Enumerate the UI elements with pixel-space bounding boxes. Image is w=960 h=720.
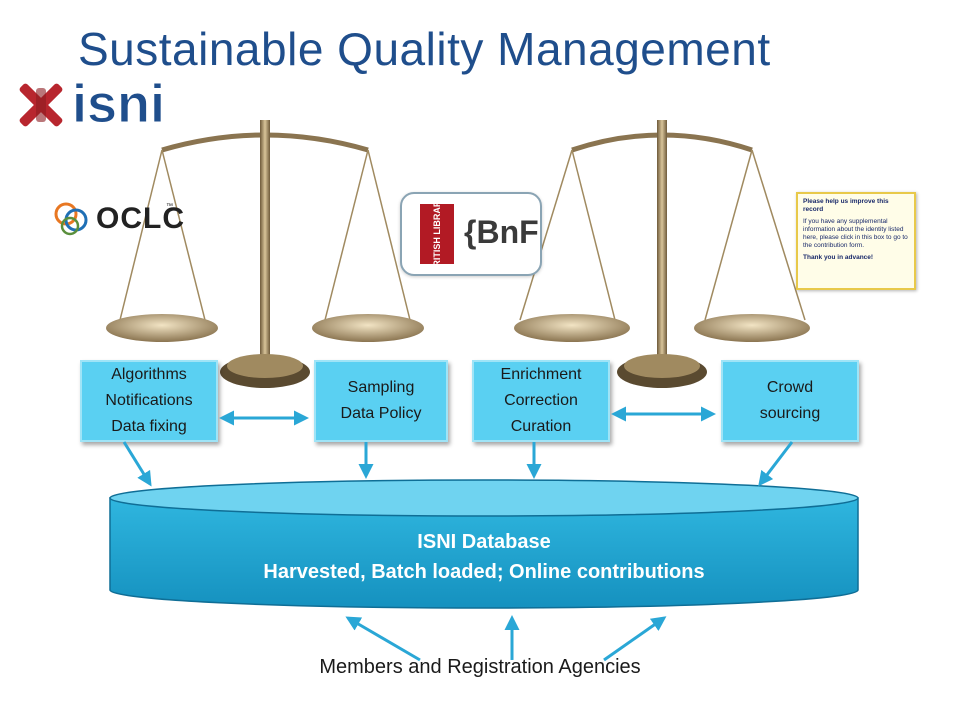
isni-logo: isni <box>19 74 166 135</box>
right-scale-image <box>514 120 810 388</box>
help-note-body: If you have any supplemental information… <box>803 218 908 249</box>
box-sampling: Sampling Data Policy <box>314 360 448 442</box>
left-scale-image <box>106 120 424 388</box>
box-sampling-line2: Data Policy <box>340 405 422 422</box>
box-sampling-line1: Sampling <box>347 379 415 396</box>
box-enrichment: Enrichment Correction Curation <box>472 360 610 442</box>
oclc-circles-icon <box>54 202 88 236</box>
box-enrichment-line1: Enrichment <box>500 366 582 383</box>
isni-x-icon <box>19 83 63 127</box>
box-algorithms: Algorithms Notifications Data fixing <box>80 360 218 442</box>
box-crowd-line1: Crowd <box>766 379 814 396</box>
box-algorithms-line2: Notifications <box>105 392 193 409</box>
box-algorithms-line3: Data fixing <box>111 418 187 435</box>
page-title: Sustainable Quality Management <box>78 23 771 75</box>
database-subtitle: Harvested, Batch loaded; Online contribu… <box>263 561 705 583</box>
arrow-members-left <box>345 616 421 662</box>
help-note-thanks: Thank you in advance! <box>803 254 874 261</box>
isni-wordmark: isni <box>72 74 165 134</box>
isni-database-cylinder <box>109 479 859 609</box>
arrow-box4-db <box>758 441 794 487</box>
arrow-box1-db <box>122 441 152 487</box>
box-enrichment-line2: Correction <box>504 392 578 409</box>
database-title: ISNI Database <box>417 531 551 553</box>
help-note-title: Please help us improve this record <box>803 198 889 213</box>
box-crowd-line2: sourcing <box>759 405 821 422</box>
box-algorithms-line1: Algorithms <box>111 366 187 383</box>
library-logos-card: BRITISH LIBRARY {BnF <box>400 192 542 276</box>
members-label: Members and Registration Agencies <box>319 656 641 678</box>
contribution-note[interactable]: Please help us improve this record If yo… <box>796 192 916 290</box>
british-library-logo: BRITISH LIBRARY <box>420 195 454 273</box>
oclc-wordmark: OCLC <box>96 202 185 235</box>
bnf-logo: {BnF <box>464 214 539 250</box>
arrow-members-right <box>603 616 667 662</box>
box-enrichment-line3: Curation <box>510 418 572 435</box>
box-crowd: Crowd sourcing <box>721 360 859 442</box>
oclc-trademark: ™ <box>166 203 173 210</box>
